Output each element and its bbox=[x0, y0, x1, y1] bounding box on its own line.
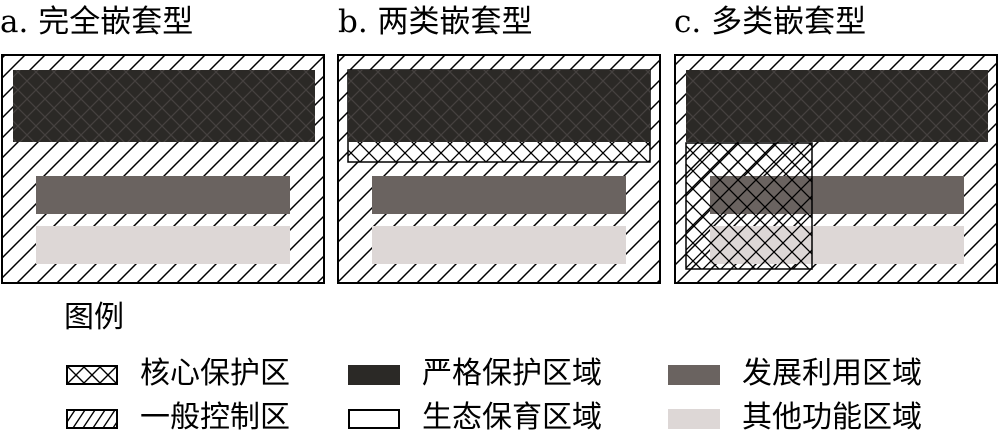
panel-b-title: b. 两类嵌套型 bbox=[338, 4, 533, 40]
panel-a-other-zone bbox=[36, 226, 290, 264]
legend-label-other: 其他功能区域 bbox=[742, 400, 922, 435]
legend-label-core: 核心保护区 bbox=[140, 356, 290, 391]
panel-b-diagram bbox=[337, 54, 661, 284]
legend-label-strict: 严格保护区域 bbox=[422, 356, 602, 391]
legend-swatch-develop bbox=[668, 365, 720, 385]
legend-label-general: 一般控制区 bbox=[140, 400, 290, 435]
panel-b-develop-zone bbox=[372, 176, 626, 214]
legend-label-ecology: 生态保育区域 bbox=[422, 400, 602, 435]
panel-b-other-zone bbox=[372, 226, 626, 264]
legend-swatch-core bbox=[66, 365, 118, 385]
legend-heading: 图例 bbox=[64, 300, 124, 335]
legend-swatch-general bbox=[66, 409, 118, 429]
panel-a-title: a. 完全嵌套型 bbox=[0, 4, 194, 40]
legend-swatch-ecology bbox=[348, 409, 400, 429]
panel-c-diagram bbox=[674, 54, 998, 284]
panel-a-diagram bbox=[1, 54, 325, 284]
nesting-diagrams bbox=[1, 54, 998, 284]
legend-swatch-strict bbox=[348, 365, 400, 385]
legend-label-develop: 发展利用区域 bbox=[742, 356, 922, 391]
legend-swatch-other bbox=[668, 409, 720, 429]
panel-a-develop-zone bbox=[36, 176, 290, 214]
panel-c-title: c. 多类嵌套型 bbox=[674, 4, 867, 40]
